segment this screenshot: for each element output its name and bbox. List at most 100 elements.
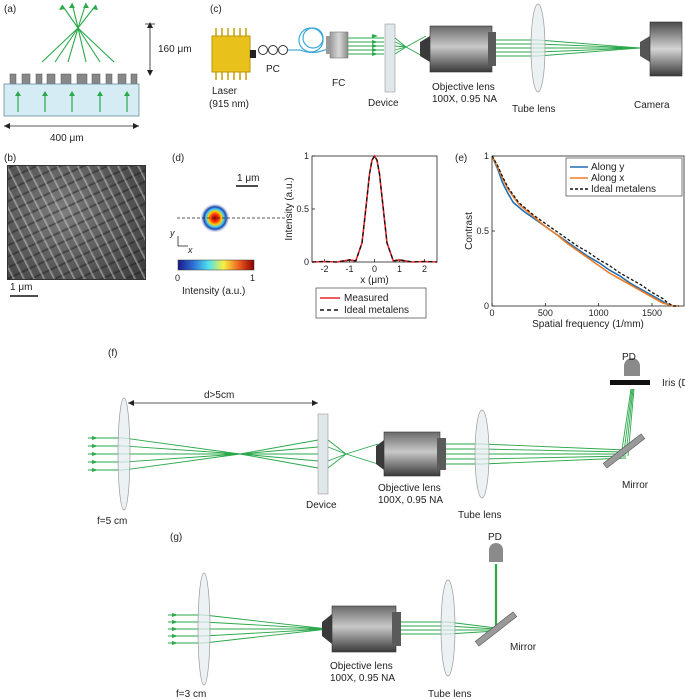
panel-b: (b) 1 μm xyxy=(4,153,38,297)
axis-x-label: x xyxy=(187,245,193,255)
plot-frame xyxy=(311,155,438,263)
tube-lens-icon xyxy=(474,409,490,499)
objective-label: Objective lens xyxy=(378,483,441,494)
x-tick-label: 1 xyxy=(397,264,402,274)
x-tick-label: -2 xyxy=(320,264,328,274)
y-tick-label: 1 xyxy=(484,151,489,161)
objective-spec: 100X, 0.95 NA xyxy=(330,673,395,684)
series-line-along-x xyxy=(491,155,679,307)
objective-lens-icon xyxy=(420,25,496,73)
y-tick-label: 0 xyxy=(304,257,309,267)
legend-label: Ideal metalens xyxy=(591,184,656,195)
series-line-measured xyxy=(311,154,438,263)
camera-label: Camera xyxy=(634,100,670,111)
panel-c-label: (c) xyxy=(210,4,222,15)
x-tick-label: 0 xyxy=(372,264,377,274)
fc-label: FC xyxy=(332,78,345,89)
objective-lens-icon xyxy=(376,431,446,477)
x-tick-label: 1500 xyxy=(642,308,662,318)
x-tick-label: 1000 xyxy=(589,308,609,318)
x-tick-label: 0 xyxy=(489,308,494,318)
series-line-ideal-metalens xyxy=(311,154,438,263)
mirror-label: Mirror xyxy=(622,480,649,491)
mirror-icon xyxy=(474,611,518,647)
objective-label: Objective lens xyxy=(432,82,495,93)
y-axis-label: Contrast xyxy=(464,212,475,250)
iris-icon xyxy=(610,380,650,385)
panel-f-label: (f) xyxy=(108,348,117,359)
width-label: 400 μm xyxy=(50,133,84,144)
mirror-icon xyxy=(602,433,646,469)
height-label: 160 μm xyxy=(158,44,192,55)
panel-f: (f) xyxy=(88,348,685,527)
device-label: Device xyxy=(306,500,337,511)
objective-label: Objective lens xyxy=(330,661,393,672)
sem-image xyxy=(7,165,146,280)
device-icon xyxy=(317,413,329,495)
tube-lens-icon xyxy=(440,579,456,677)
legend-label: Along x xyxy=(591,173,624,184)
input-lens-icon xyxy=(117,397,131,511)
tube-lens-label: Tube lens xyxy=(428,689,472,699)
distance-label: d>5cm xyxy=(204,390,234,401)
camera-icon xyxy=(640,21,683,77)
tube-lens-icon xyxy=(530,3,546,93)
fc-icon xyxy=(326,31,349,59)
tube-lens-label: Tube lens xyxy=(458,510,502,521)
series-line-ideal-metalens xyxy=(491,155,679,307)
y-axis-label: Intensity (a.u.) xyxy=(284,177,295,240)
laser-label: Laser xyxy=(212,86,238,97)
series-line-along-y xyxy=(491,155,679,307)
objective-lens-icon xyxy=(322,605,401,653)
x-tick-label: 500 xyxy=(538,308,553,318)
x-tick-label: 2 xyxy=(422,264,427,274)
intensity-chart: -2 -1 0 1 2 0 0.5 1 x (μm) Intensity (a.u.) Measur… xyxy=(284,151,438,319)
axis-y-label: y xyxy=(169,228,175,238)
y-tick-label: 0 xyxy=(484,301,489,311)
focal-label: f=3 cm xyxy=(176,689,206,699)
pc-icon xyxy=(258,45,288,55)
y-tick-label: 0.5 xyxy=(476,226,489,236)
panel-d-label: (d) xyxy=(172,153,184,164)
panel-g: (g) f=3 cm Object xyxy=(168,532,537,699)
legend-box xyxy=(315,287,427,319)
iris-label: Iris (D=1 mm) xyxy=(662,378,685,389)
x-tick-label: -1 xyxy=(345,264,353,274)
y-tick-label: 0.5 xyxy=(296,204,309,214)
x-axis-label: Spatial frequency (1/mm) xyxy=(532,319,644,330)
colorbar-label: Intensity (a.u.) xyxy=(182,286,245,297)
psf-scale-label: 1 μm xyxy=(237,173,259,184)
mirror-label: Mirror xyxy=(510,642,537,653)
objective-spec: 100X, 0.95 NA xyxy=(378,495,443,506)
input-lens-icon xyxy=(197,572,211,686)
panel-g-label: (g) xyxy=(170,532,182,543)
sem-scale-label: 1 μm xyxy=(10,282,32,293)
laser-icon xyxy=(211,28,256,80)
panel-a-label: (a) xyxy=(4,4,16,15)
legend-label: Ideal metalens xyxy=(344,305,409,316)
tube-lens-label: Tube lens xyxy=(512,104,556,115)
y-tick-label: 1 xyxy=(304,151,309,161)
colorbar-max: 1 xyxy=(250,273,255,283)
legend-label: Along y xyxy=(591,162,624,173)
focal-label: f=5 cm xyxy=(97,516,127,527)
laser-wavelength: (915 nm) xyxy=(209,99,249,110)
pd-label: PD xyxy=(622,352,636,363)
pd-icon xyxy=(489,543,503,562)
panel-d: (d) 1 μm y x 0 1 Intensity (a.u.) -2 -1 0 1… xyxy=(169,151,438,319)
panel-c: (c) Laser (915 nm) PC xyxy=(209,3,683,115)
colorbar-min: 0 xyxy=(175,273,180,283)
legend-label: Measured xyxy=(344,293,388,304)
x-axis-label: x (μm) xyxy=(360,275,389,286)
device-icon xyxy=(384,23,396,93)
panel-b-label: (b) xyxy=(4,153,16,164)
objective-spec: 100X, 0.95 NA xyxy=(432,94,497,105)
panel-a: (a) xyxy=(3,2,192,144)
pd-label: PD xyxy=(488,532,502,543)
colorbar xyxy=(177,259,255,271)
pd-icon xyxy=(624,358,640,376)
device-label: Device xyxy=(368,98,399,109)
